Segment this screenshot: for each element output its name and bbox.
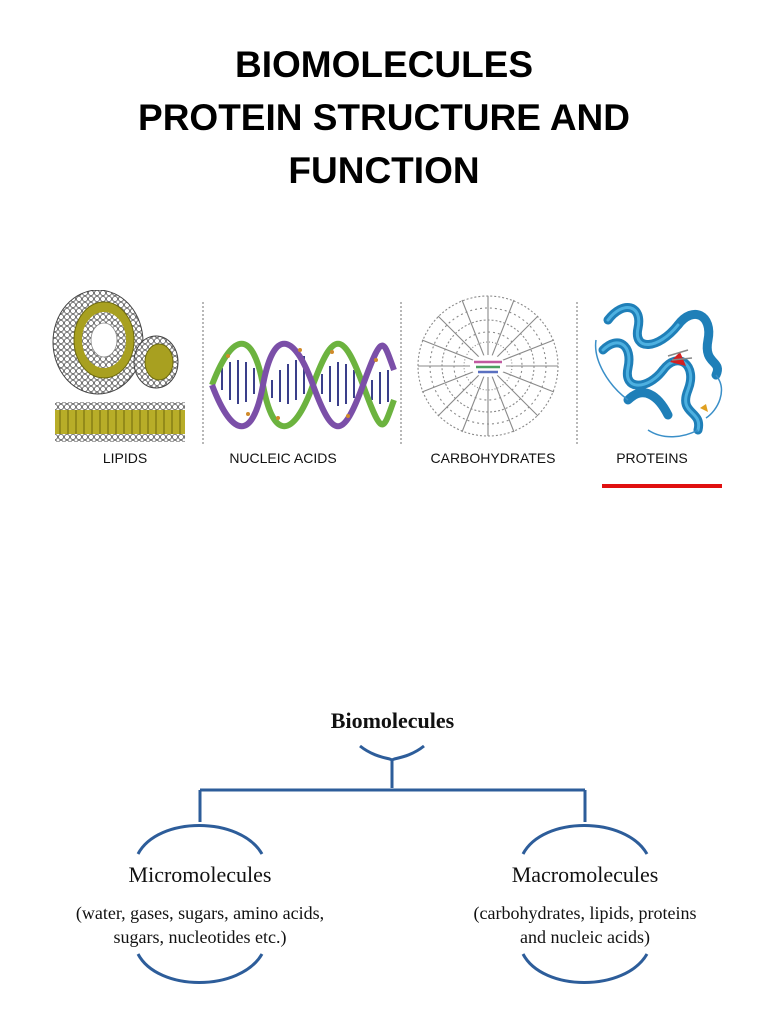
category-lipids: LIPIDS xyxy=(40,289,200,480)
macromolecules-description: (carbohydrates, lipids, proteins and nuc… xyxy=(425,901,745,949)
title-line-3: FUNCTION xyxy=(288,150,480,191)
divider xyxy=(400,302,402,444)
category-label-carbohydrates: CARBOHYDRATES xyxy=(430,450,556,466)
glycogen-icon xyxy=(417,295,559,437)
biomolecule-categories-strip: LIPIDS NUCLEIC ACIDS xyxy=(40,289,740,480)
macromolecules-desc-line-2: and nucleic acids) xyxy=(520,927,650,947)
category-label-nucleic-acids: NUCLEIC ACIDS xyxy=(229,450,337,466)
category-label-proteins: PROTEINS xyxy=(616,450,688,466)
selected-underline xyxy=(602,484,722,488)
biomolecules-hierarchy-diagram: Biomolecules Micromolecules (water, gase… xyxy=(30,704,740,994)
micromolecules-desc-line-1: (water, gases, sugars, amino acids, xyxy=(75,903,325,923)
category-carbohydrates: CARBOHYDRATES xyxy=(406,290,576,480)
dna-helix-icon xyxy=(209,340,397,430)
divider xyxy=(576,302,578,444)
page-title: BIOMOLECULES PROTEIN STRUCTURE AND FUNCT… xyxy=(0,38,768,197)
lipid-icon xyxy=(52,289,185,442)
macromolecules-label: Macromolecules xyxy=(511,862,659,887)
category-proteins: PROTEINS xyxy=(588,290,740,480)
divider xyxy=(202,302,204,444)
macromolecules-desc-line-1: (carbohydrates, lipids, proteins xyxy=(473,903,697,923)
title-line-2: PROTEIN STRUCTURE AND xyxy=(138,97,630,138)
micromolecules-desc-line-2: sugars, nucleotides etc.) xyxy=(113,927,287,947)
diagram-root-label: Biomolecules xyxy=(330,708,455,733)
connector-lines xyxy=(136,744,649,984)
protein-ribbon-icon xyxy=(594,303,723,438)
title-line-1: BIOMOLECULES xyxy=(234,44,534,85)
category-nucleic-acids: NUCLEIC ACIDS xyxy=(208,290,398,480)
micromolecules-label: Micromolecules xyxy=(128,862,272,887)
micromolecules-description: (water, gases, sugars, amino acids, suga… xyxy=(30,901,370,949)
category-label-lipids: LIPIDS xyxy=(102,450,148,466)
